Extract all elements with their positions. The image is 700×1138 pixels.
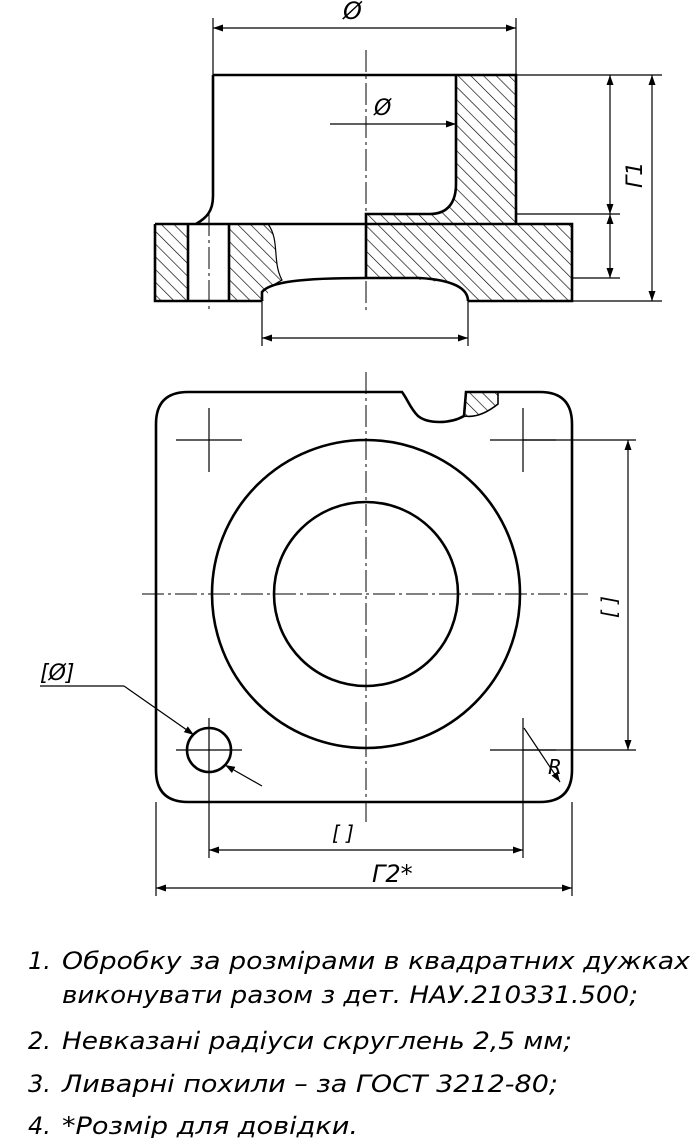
section-view: Ø Ø Г1: [153, 0, 662, 346]
label-top-diameter: Ø: [342, 0, 363, 25]
label-bore-diameter: Ø: [373, 96, 392, 121]
flange-outline: [153, 222, 574, 303]
notes: 1. Обробку за розмірами в квадратних дуж…: [28, 947, 691, 1138]
dim-corner-radius: [523, 727, 561, 783]
plan-view: [Ø] [ ] R [ ] Г2*: [40, 372, 636, 896]
label-corner-radius: R: [548, 755, 562, 779]
label-side-square: [ ]: [597, 596, 621, 618]
hatch-flange-mid: [229, 224, 282, 301]
note-3-number: 3.: [28, 1070, 51, 1098]
note-4-text: *Розмір для довідки.: [62, 1112, 358, 1138]
note-2-number: 2.: [28, 1027, 51, 1055]
hatch-flange-left: [155, 224, 188, 301]
note-3-text: Ливарні похили – за ГОСТ 3212-80;: [61, 1070, 558, 1098]
note-4-number: 4.: [28, 1112, 51, 1138]
hatch-right-wall: [366, 75, 572, 301]
break-line: [267, 223, 283, 289]
note-1-number: 1.: [28, 947, 51, 975]
bore-wall: [364, 75, 458, 278]
note-2-text: Невказані радіуси скруглень 2,5 мм;: [62, 1027, 572, 1055]
notch-hatch: [463, 391, 499, 418]
note-1-continuation: виконувати разом з дет. НАУ.210331.500;: [62, 981, 638, 1009]
label-height: Г1: [623, 162, 648, 188]
note-1-text: Обробку за розмірами в квадратних дужках: [62, 947, 691, 975]
label-overall-width: Г2*: [372, 860, 413, 888]
label-bottom-square: [ ]: [332, 821, 354, 845]
label-hole-diameter: [Ø]: [40, 661, 74, 686]
plan-outline: [154, 390, 574, 804]
